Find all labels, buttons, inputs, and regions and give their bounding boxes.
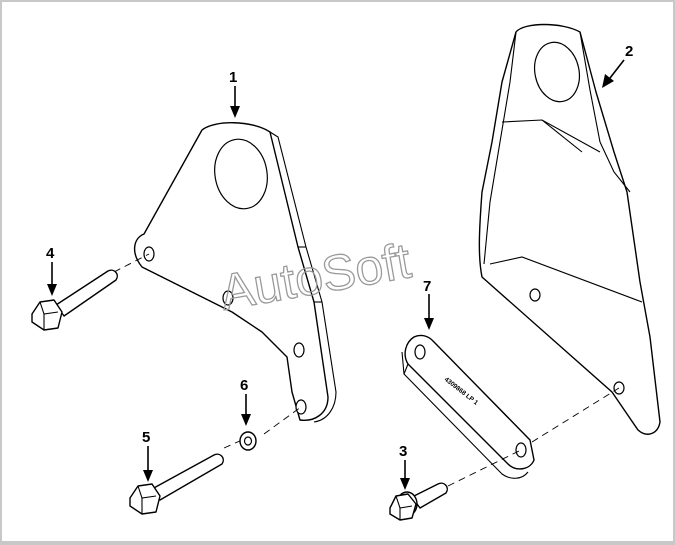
callout-3: 3 [399, 443, 407, 460]
centerline-washer-6 [263, 406, 302, 435]
callout-arrows [47, 59, 625, 490]
callout-5: 5 [142, 429, 150, 446]
part-4-bolt [31, 269, 118, 331]
part-2-lifting-bracket [478, 23, 661, 435]
callout-6: 6 [240, 377, 248, 394]
part-6-washer [239, 431, 257, 451]
centerline-bolt-4 [113, 253, 150, 273]
centerline-bolt-3 [447, 449, 522, 487]
centerline-bolt-5 [223, 439, 243, 449]
part-7-spacer-plate: 4309868 LP 1 [401, 334, 535, 479]
callout-4: 4 [46, 245, 55, 262]
callout-7: 7 [423, 278, 431, 295]
part-1-flat-bracket [134, 122, 337, 423]
part-3-flange-bolt [389, 482, 448, 521]
callout-2: 2 [625, 43, 633, 60]
callout-1: 1 [229, 69, 237, 86]
centerline-plate-bracket [531, 387, 620, 443]
part-5-bolt [129, 453, 224, 515]
